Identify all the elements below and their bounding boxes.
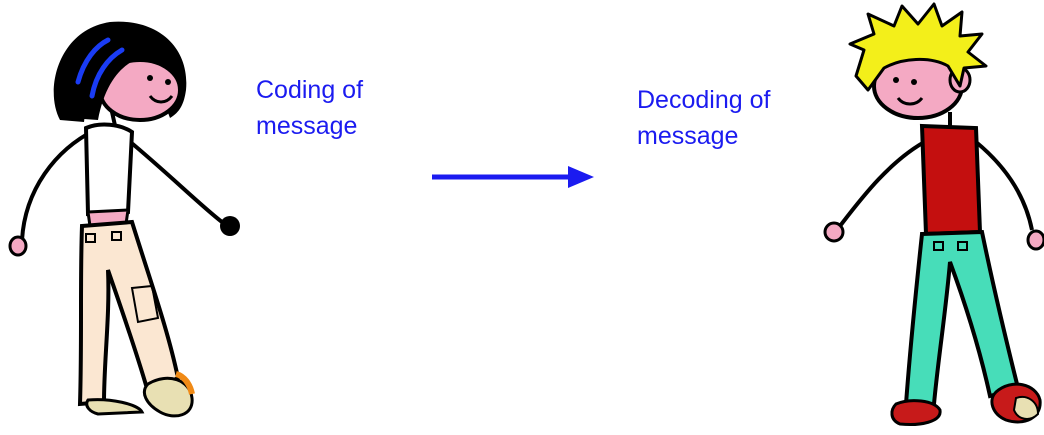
girl-figure-icon bbox=[8, 21, 240, 418]
boy-figure-icon bbox=[823, 2, 1044, 426]
coding-label: Coding of message bbox=[256, 76, 364, 140]
arrow-right-icon bbox=[432, 166, 594, 188]
decoding-label: Decoding of message bbox=[637, 86, 771, 150]
